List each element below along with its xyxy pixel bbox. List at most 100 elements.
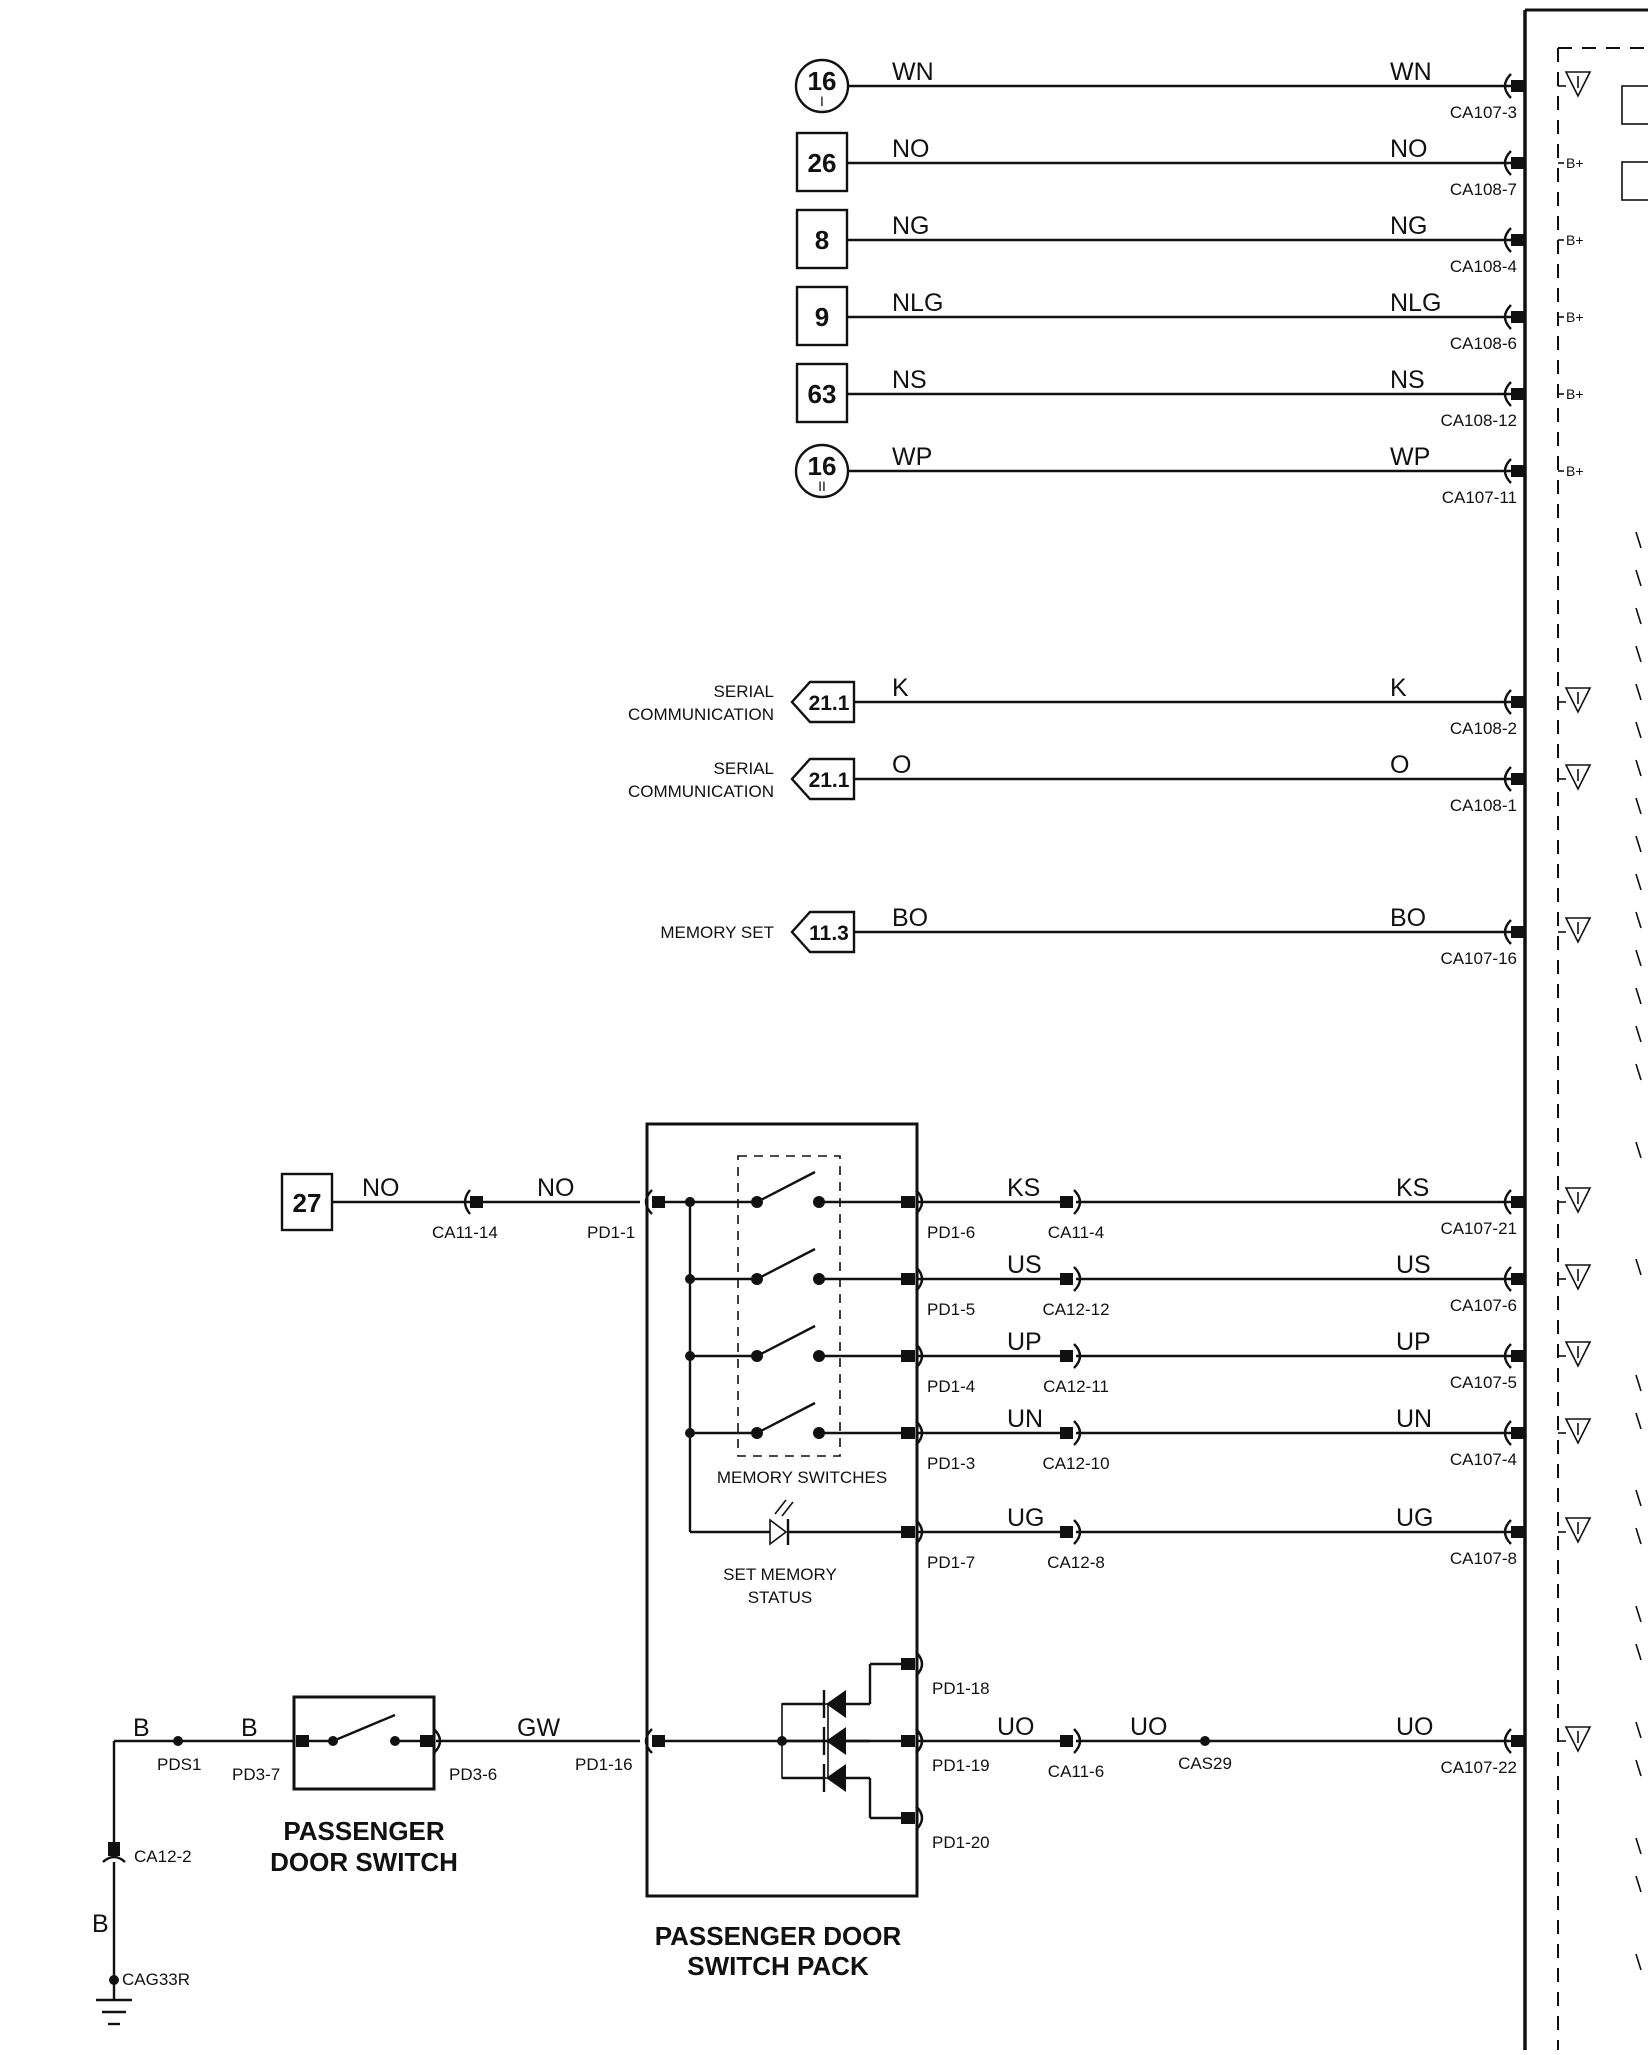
wire-label-right: UO (1396, 1713, 1434, 1741)
pack-pin-label: PD1-5 (927, 1300, 975, 1319)
wire-label-left: NO (892, 135, 930, 163)
ecu-pin-label: CA108-2 (1450, 719, 1517, 738)
pack-pin-label: PD1-19 (932, 1756, 990, 1775)
ecu-input-symbol (1564, 1264, 1592, 1291)
wire-label-left: WN (892, 58, 934, 86)
ecu-tick (1635, 873, 1642, 891)
wire-label-right: UG (1396, 1504, 1434, 1532)
wire-label-left: K (892, 674, 909, 702)
circuit-ref: 8 (815, 225, 829, 255)
feed-ref: 27 (293, 1188, 322, 1218)
ecu-pin-label: CA108-7 (1450, 180, 1517, 199)
ecu-tick (1635, 1374, 1642, 1392)
ecu-tick (1635, 531, 1642, 549)
door-switch-wire-out: GW (517, 1714, 560, 1742)
wire-label-left: UO (997, 1713, 1035, 1741)
pack-pin-label: PD1-7 (927, 1553, 975, 1572)
wire-label-right: O (1390, 751, 1409, 779)
wire-label-right: UN (1396, 1405, 1432, 1433)
led-label-line-1: SET MEMORY (723, 1565, 837, 1584)
circuit-ref-sub: II (818, 478, 826, 494)
ecu-supply-label: B+ (1566, 463, 1584, 479)
ecu-supply-label: B+ (1566, 232, 1584, 248)
inline-connector-label: CA12-8 (1047, 1553, 1105, 1572)
ecu-tick (1635, 683, 1642, 701)
wire-label-left: BO (892, 904, 928, 932)
ecu-tick (1635, 1837, 1642, 1855)
ecu-supply-label: B+ (1566, 155, 1584, 171)
ecu-pin-label: CA108-1 (1450, 796, 1517, 815)
ecu-tick (1635, 797, 1642, 815)
circuit-ref: 26 (808, 148, 837, 178)
feed-wire-label-1: NO (362, 1174, 400, 1202)
wire-label-left: KS (1007, 1174, 1040, 1202)
splice-label: CAS29 (1178, 1754, 1232, 1773)
ecu-tick (1635, 1759, 1642, 1777)
ecu-pin-label: CA107-16 (1440, 949, 1517, 968)
ecu-tick (1635, 1025, 1642, 1043)
ecu-input-symbol (1564, 1517, 1592, 1544)
wire-label-right: WP (1390, 443, 1430, 471)
circuit-ref: 16 (808, 66, 837, 96)
wire-label-right: WN (1390, 58, 1432, 86)
door-switch-wire-left: B (133, 1714, 150, 1742)
pack-title-line-1: PASSENGER DOOR (655, 1921, 902, 1951)
feed-circuit: 27 NO CA11-14 NO PD1-1 (280, 1172, 640, 1242)
switch-output-circuits: PD1-6KSCA11-4KSCA107-21PD1-5USCA12-12USC… (915, 1174, 1592, 1572)
wire-label-left: US (1007, 1251, 1042, 1279)
door-switch-splice: PDS1 (157, 1755, 201, 1774)
led-symbol (769, 1518, 788, 1546)
wire-label-right: KS (1396, 1174, 1429, 1202)
ecu-pin-label: CA107-22 (1440, 1758, 1517, 1777)
wire-label-right: UP (1396, 1328, 1431, 1356)
circuit-ref: 9 (815, 302, 829, 332)
signal-label: SERIAL (714, 682, 774, 701)
pack-pin-label: PD1-4 (927, 1377, 975, 1396)
ecu-input-symbol (1564, 1341, 1592, 1368)
signal-label: COMMUNICATION (628, 705, 774, 724)
ecu-pin-label: CA107-11 (1442, 488, 1517, 507)
ecu-tick (1635, 1412, 1642, 1430)
ecu-input-symbol (1564, 71, 1592, 98)
ecu-tick (1635, 1875, 1642, 1893)
inline-connector-label: CA12-11 (1043, 1377, 1109, 1396)
signal-label: SERIAL (714, 759, 774, 778)
wire-label-right: NLG (1390, 289, 1441, 317)
ecu-tick (1635, 1141, 1642, 1159)
wire-label-left: UN (1007, 1405, 1043, 1433)
ecu-tick (1635, 1721, 1642, 1739)
wire-label-left: NS (892, 366, 927, 394)
inline-connector-label: CA12-12 (1042, 1300, 1109, 1319)
wire-label-left: O (892, 751, 911, 779)
ecu-pin-label: CA107-8 (1450, 1549, 1517, 1568)
ecu-tick (1635, 607, 1642, 625)
signal-label: COMMUNICATION (628, 782, 774, 801)
ecu-pin-label: CA108-12 (1440, 411, 1517, 430)
ecu-tick (1635, 569, 1642, 587)
inline-connector-label: CA11-4 (1048, 1223, 1104, 1242)
wire-label-left: WP (892, 443, 932, 471)
ecu-input-symbol (1564, 687, 1592, 714)
ecu-tick (1635, 721, 1642, 739)
ecu-input-symbol (1564, 1726, 1592, 1753)
ecu-supply-label: B+ (1566, 386, 1584, 402)
ecu-pin-label: CA108-6 (1450, 334, 1517, 353)
ecu-pin-label: CA107-21 (1440, 1219, 1517, 1238)
pack-input-pin: PD1-16 (575, 1755, 633, 1774)
ecu-input-symbol (1564, 1187, 1592, 1214)
circuit-ref: 11.3 (809, 922, 849, 945)
wire-label-left: UG (1007, 1504, 1045, 1532)
wire-label-right: NG (1390, 212, 1428, 240)
feed-connector: CA11-14 (432, 1223, 498, 1242)
wire-label-right: BO (1390, 904, 1426, 932)
ecu-input-symbol (1564, 1418, 1592, 1445)
ecu-pin-label: CA108-4 (1450, 257, 1517, 276)
circuit-ref: 16 (808, 451, 837, 481)
ecu-tick (1635, 645, 1642, 663)
wire-label-left: NG (892, 212, 930, 240)
door-switch-pin-out: PD3-6 (449, 1765, 497, 1784)
inline-connector-label: CA11-6 (1048, 1762, 1104, 1781)
offpage-connector (790, 680, 856, 724)
diode-symbol (826, 1764, 846, 1792)
wire-label-right: US (1396, 1251, 1431, 1279)
